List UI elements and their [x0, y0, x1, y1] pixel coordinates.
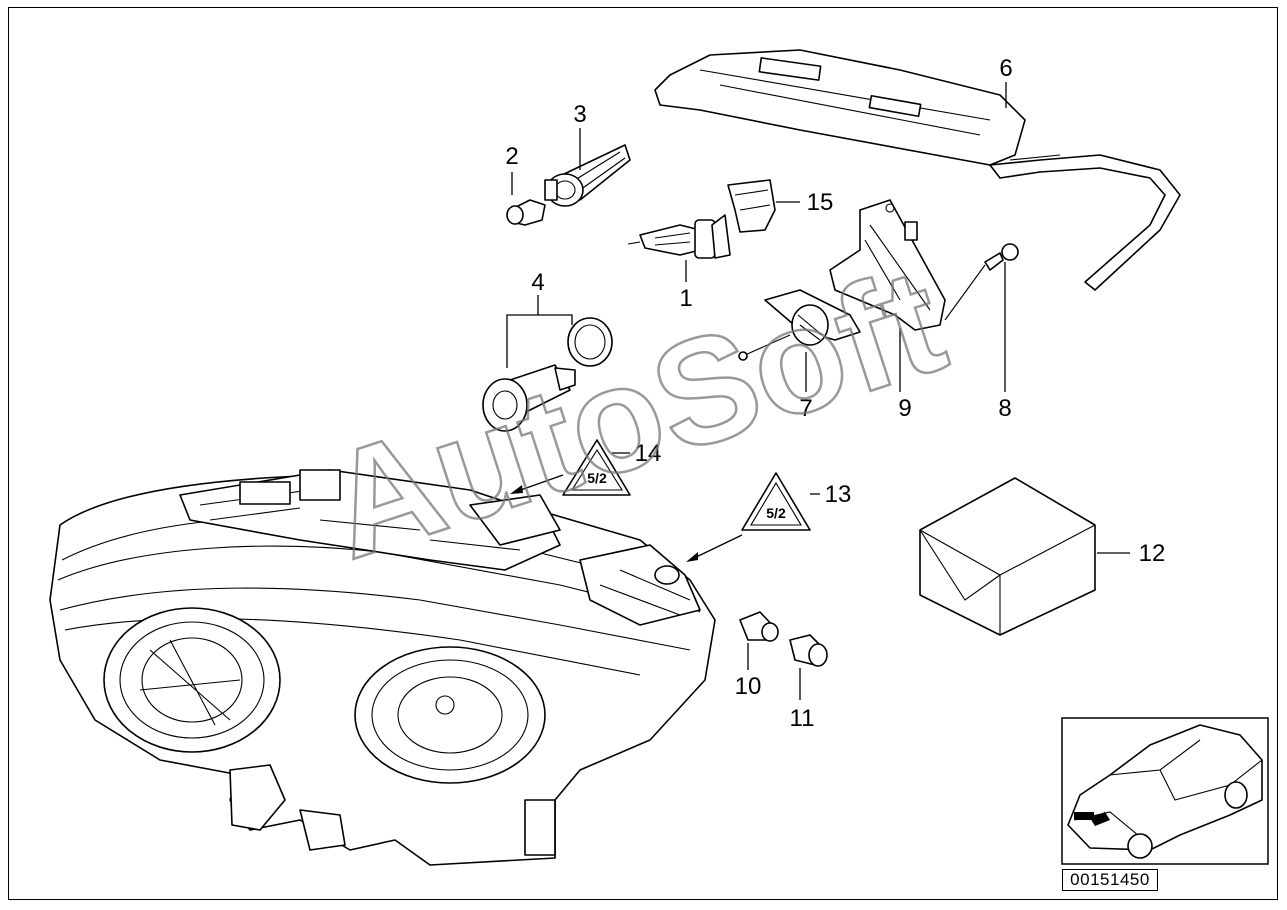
side-marker-bulb: [789, 634, 828, 667]
callout-4: 4: [531, 269, 544, 296]
callout-15: 15: [807, 189, 834, 216]
h7-bulb: [627, 214, 731, 259]
callout-10: 10: [735, 673, 762, 700]
callout-2: 2: [505, 143, 518, 170]
headlight-housing: [49, 469, 716, 866]
callout-8: 8: [998, 395, 1011, 422]
callout-7: 7: [799, 395, 812, 422]
callout-13: 13: [825, 481, 852, 508]
xenon-igniter: [738, 289, 861, 361]
warning-label-text: 5/2: [587, 470, 607, 486]
callout-9: 9: [898, 395, 911, 422]
callout-14: 14: [635, 440, 662, 467]
screw: [944, 243, 1019, 321]
small-bulb: [506, 199, 546, 226]
callout-12: 12: [1139, 540, 1166, 567]
bulb-socket: [544, 144, 631, 207]
callouts: 1 2 3 4 6 7 8 9 10 11 12 13 14 15: [505, 55, 1165, 732]
warning-label-text: 5/2: [766, 505, 786, 521]
watermark: AutoSoft: [308, 235, 962, 590]
document-id-label: 00151450: [1062, 869, 1158, 891]
warning-label-13: 5/2: [741, 472, 811, 531]
callout-6: 6: [999, 55, 1012, 82]
callout-1: 1: [679, 285, 692, 312]
callout-11: 11: [790, 705, 815, 732]
leader-lines: [506, 82, 1130, 700]
retaining-clip: [727, 179, 776, 233]
warning-label-14: 5/2: [562, 439, 631, 496]
bulb-holder: [482, 317, 613, 432]
bulb-socket-small: [739, 611, 779, 642]
repair-kit-box: [919, 477, 1096, 636]
ballast-control-unit: [829, 199, 946, 331]
cover-strip: [654, 49, 1181, 291]
vehicle-thumbnail: [1061, 717, 1269, 865]
callout-3: 3: [573, 101, 586, 128]
